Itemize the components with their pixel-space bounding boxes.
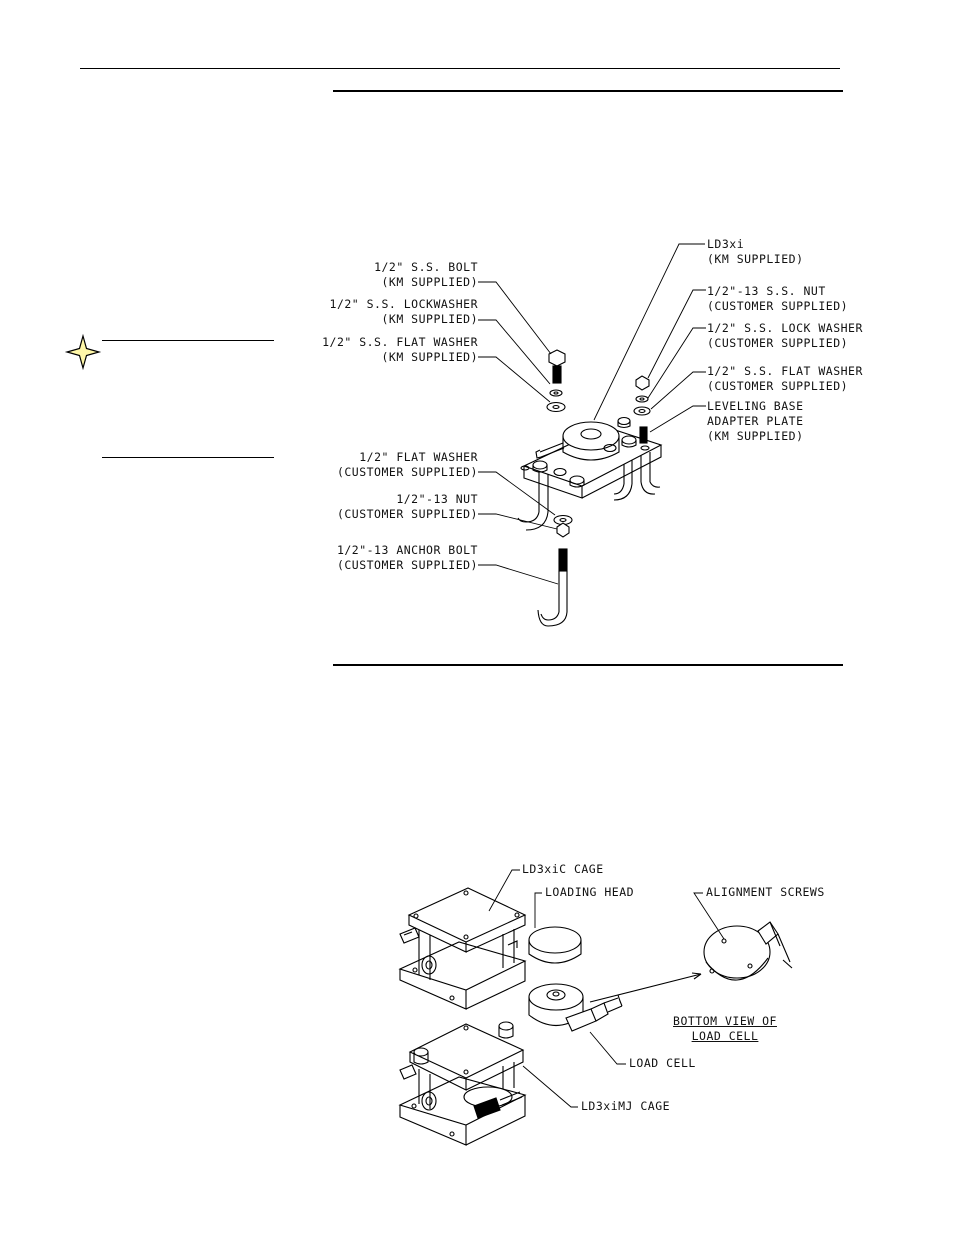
leveling-base-assembly-drawing	[517, 349, 663, 627]
note-star-icon	[64, 333, 102, 371]
figure2-leader-lines	[488, 869, 725, 1108]
figure1-bottom-rule	[333, 664, 843, 666]
note-top-rule	[102, 340, 274, 341]
header-rule	[80, 68, 840, 69]
cage-assembly-drawing	[398, 887, 793, 1146]
note-bottom-rule	[102, 457, 274, 458]
label-ld3ximj-cage: LD3xiMJ CAGE	[581, 1099, 671, 1113]
label-loading-head: LOADING HEAD	[545, 885, 635, 899]
label-ld3xic-cage: LD3xiC CAGE	[522, 862, 604, 876]
label-ss-bolt: 1/2" S.S. BOLT(KM SUPPLIED)	[374, 260, 478, 289]
label-ss-lock-washer: 1/2" S.S. LOCK WASHER(CUSTOMER SUPPLIED)	[707, 321, 863, 350]
label-load-cell: LOAD CELL	[629, 1056, 696, 1070]
label-nut: 1/2"-13 NUT(CUSTOMER SUPPLIED)	[336, 492, 478, 521]
label-flat-washer-customer: 1/2" FLAT WASHER(CUSTOMER SUPPLIED)	[336, 450, 478, 479]
label-anchor-bolt: 1/2"-13 ANCHOR BOLT(CUSTOMER SUPPLIED)	[336, 543, 478, 572]
label-ss-lockwasher: 1/2" S.S. LOCKWASHER(KM SUPPLIED)	[329, 297, 478, 326]
figure1-top-rule	[333, 90, 843, 92]
label-ss-flat-washer-km: 1/2" S.S. FLAT WASHER(KM SUPPLIED)	[322, 335, 478, 364]
label-ss-flat-washer-customer: 1/2" S.S. FLAT WASHER(CUSTOMER SUPPLIED)	[707, 364, 863, 393]
label-ss-nut: 1/2"-13 S.S. NUT(CUSTOMER SUPPLIED)	[707, 284, 849, 313]
label-alignment-screws: ALIGNMENT SCREWS	[706, 885, 825, 899]
label-ld3xi: LD3xi(KM SUPPLIED)	[707, 237, 804, 266]
figure1-leader-lines	[478, 243, 706, 585]
